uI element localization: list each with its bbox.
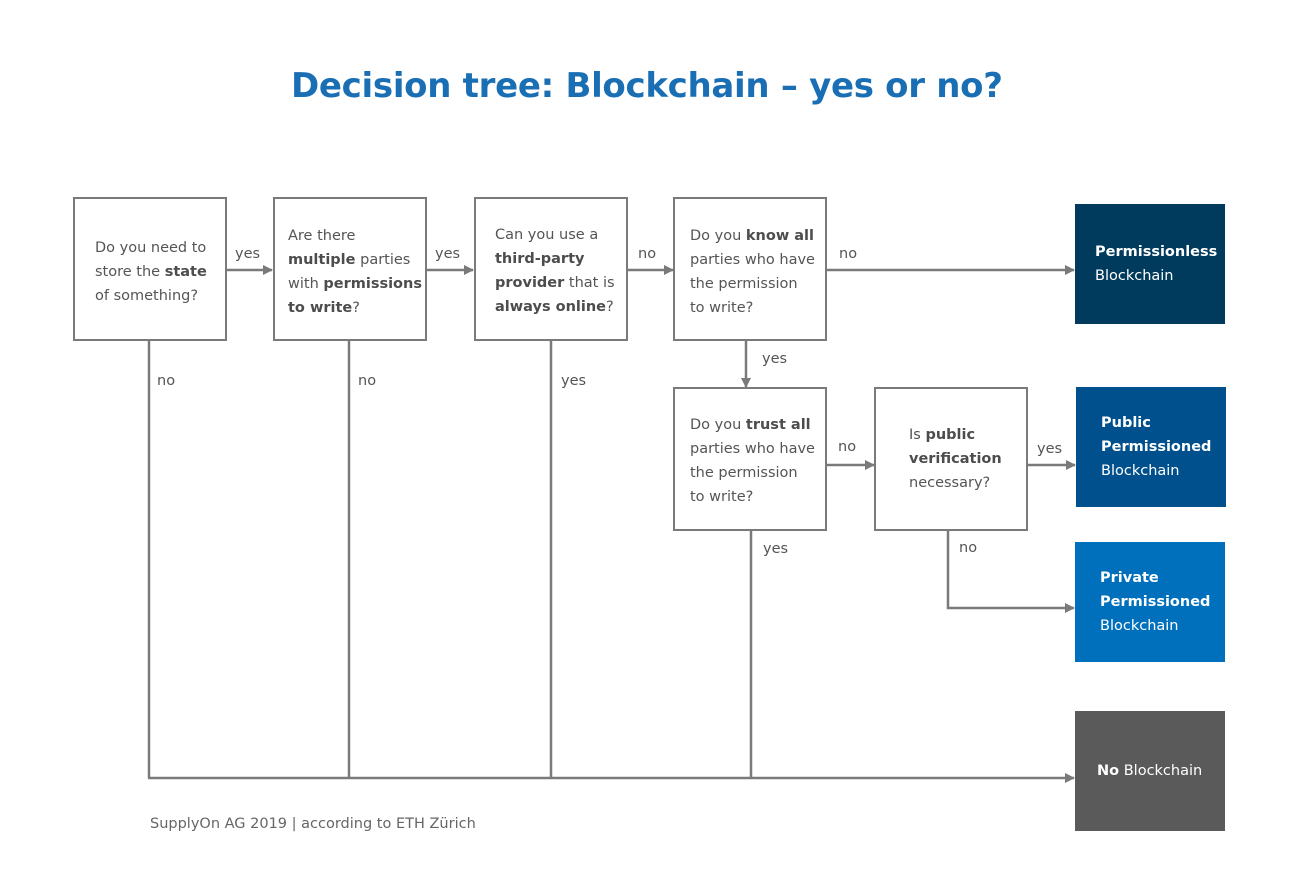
label-q4-no: no	[839, 246, 858, 262]
label-q2-no: no	[358, 373, 377, 389]
result-permissionless-blockchain: Permissionless Blockchain	[1075, 204, 1225, 324]
result-no-blockchain: No Blockchain	[1075, 711, 1225, 831]
label-q6-no: no	[959, 540, 978, 556]
label-q1-yes: yes	[235, 246, 261, 262]
question-public-verification: Is public verification necessary?	[874, 387, 1028, 531]
label-q1-no: no	[157, 373, 176, 389]
question-know-all: Do you know all parties who have the per…	[673, 197, 827, 341]
label-q4-yes: yes	[762, 351, 788, 367]
question-third-party: Can you use a third-party provider that …	[474, 197, 628, 341]
label-q2-yes: yes	[435, 246, 461, 262]
result-private-permissioned-blockchain: Private Permissioned Blockchain	[1075, 542, 1225, 662]
label-q3-no: no	[638, 246, 657, 262]
label-q5-yes: yes	[763, 541, 789, 557]
label-q6-yes: yes	[1037, 441, 1063, 457]
arrow-q6-no	[946, 530, 1075, 613]
label-q3-yes: yes	[561, 373, 587, 389]
page-title: Decision tree: Blockchain – yes or no?	[291, 66, 1003, 106]
footer-credit: SupplyOn AG 2019 | according to ETH Züri…	[150, 816, 476, 832]
result-public-permissioned-blockchain: Public Permissioned Blockchain	[1076, 387, 1226, 507]
question-trust-all: Do you trust all parties who have the pe…	[673, 387, 827, 531]
question-store-state: Do you need to store the state of someth…	[73, 197, 227, 341]
question-multiple-parties: Are there multiple parties with permissi…	[273, 197, 427, 341]
label-q5-no: no	[838, 439, 857, 455]
